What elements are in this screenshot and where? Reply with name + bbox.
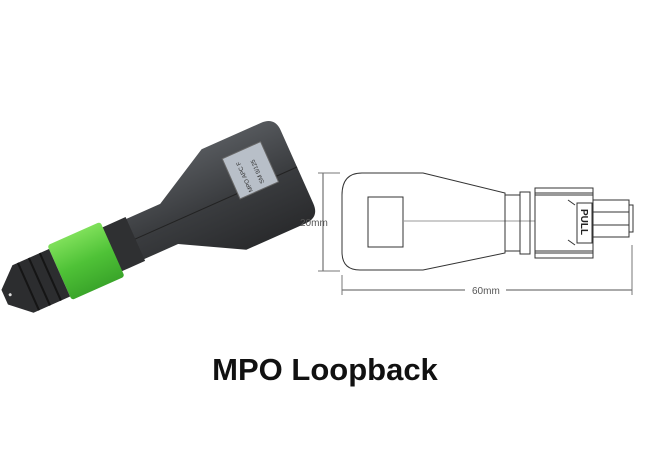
height-dimension-label: 20mm [300, 218, 328, 229]
green-sleeve [48, 222, 124, 300]
product-title: MPO Loopback [212, 352, 438, 387]
dimension-drawing [318, 172, 634, 295]
pull-label: PULL [578, 209, 589, 235]
connector-photo: MPO APC F SM 9/125 [1, 121, 316, 313]
label-window [221, 140, 280, 200]
length-dimension-label: 60mm [472, 286, 500, 297]
